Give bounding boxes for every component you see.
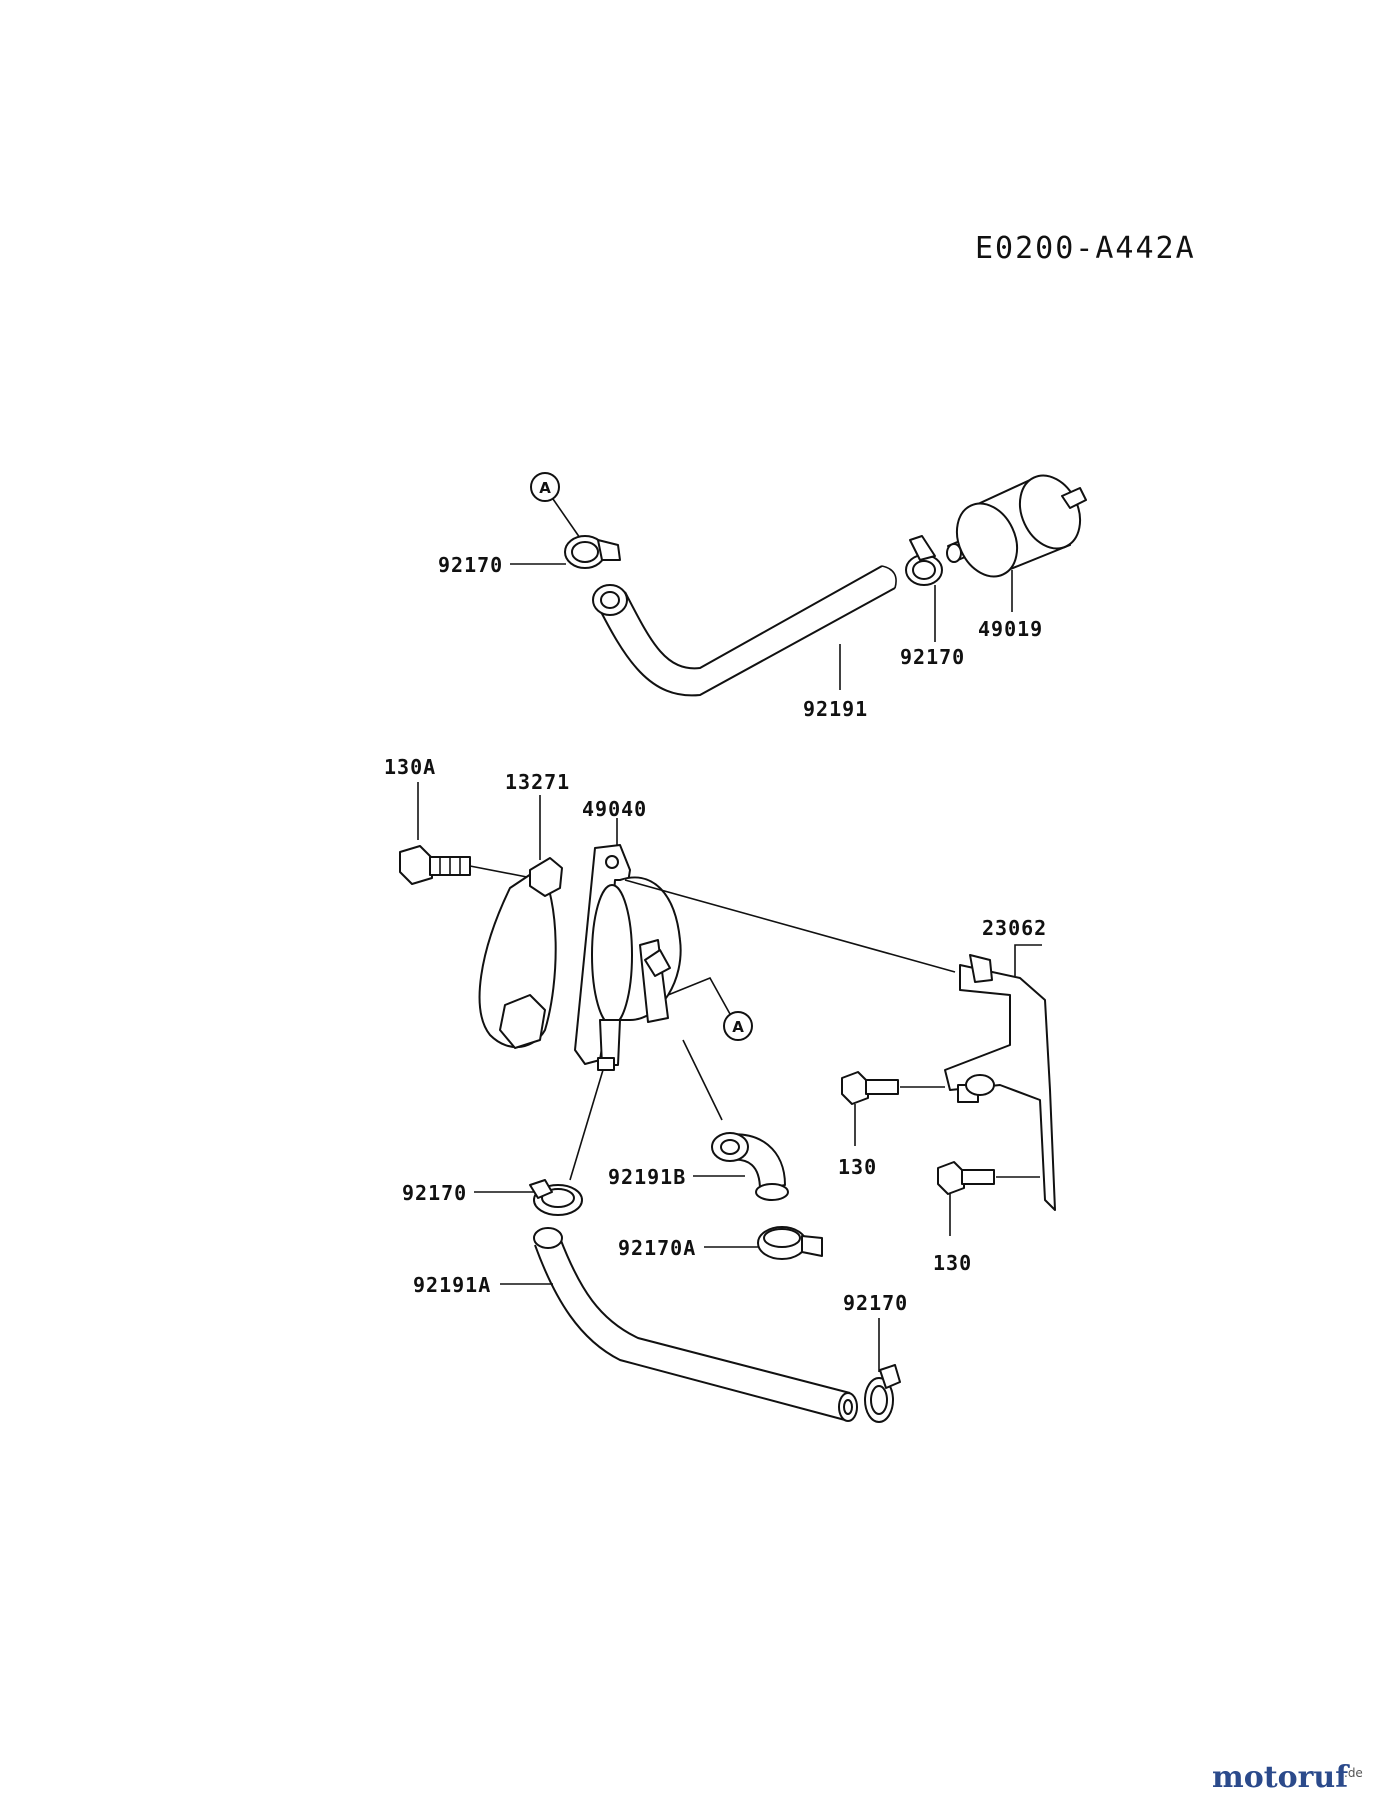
diagram-code: E0200-A442A xyxy=(975,231,1196,266)
leader-bracket-23062 xyxy=(1014,944,1042,976)
fuel-pump[interactable] xyxy=(574,844,682,1071)
label-bolt-130-upper[interactable]: 130 xyxy=(838,1155,877,1179)
hose-clamp-92170a[interactable] xyxy=(757,1226,823,1260)
label-bolt-130a[interactable]: 130A xyxy=(384,755,436,779)
bracket-23062[interactable] xyxy=(944,954,1056,1211)
fuel-hose-92191b[interactable] xyxy=(682,1039,789,1201)
bolt-130a[interactable] xyxy=(399,845,533,885)
svg-text:A: A xyxy=(732,1018,744,1036)
fuel-hose-92191a[interactable] xyxy=(533,1227,858,1422)
label-plate-13271[interactable]: 13271 xyxy=(505,770,570,794)
label-hose-upper[interactable]: 92191 xyxy=(803,697,868,721)
label-hose-92191b[interactable]: 92191B xyxy=(608,1165,686,1189)
hose-clamp-lower-right[interactable] xyxy=(864,1364,901,1423)
label-bracket-23062[interactable]: 23062 xyxy=(982,916,1047,940)
fuel-filter[interactable] xyxy=(946,466,1092,587)
label-clamp-92170a[interactable]: 92170A xyxy=(618,1236,696,1260)
leader-bracket-mount xyxy=(624,879,956,973)
reference-marker-a-lower: A xyxy=(667,976,753,1041)
label-fuel-pump[interactable]: 49040 xyxy=(582,797,647,821)
label-clamp-upper-left[interactable]: 92170 xyxy=(438,553,503,577)
bolt-130-lower[interactable] xyxy=(937,1161,1040,1195)
label-bolt-130-lower[interactable]: 130 xyxy=(933,1251,972,1275)
bolt-130-upper[interactable] xyxy=(841,1071,945,1105)
svg-text:A: A xyxy=(539,479,551,497)
plate-13271[interactable] xyxy=(478,857,563,1049)
hose-clamp-mid-left[interactable] xyxy=(529,1179,583,1216)
reference-marker-a-upper: A xyxy=(530,472,581,539)
watermark-logo: motoruf .de xyxy=(1212,1760,1363,1795)
label-fuel-filter[interactable]: 49019 xyxy=(978,617,1043,641)
leader-pump-to-clamp xyxy=(569,1069,604,1181)
label-hose-92191a[interactable]: 92191A xyxy=(413,1273,491,1297)
label-clamp-upper-right[interactable]: 92170 xyxy=(900,645,965,669)
label-clamp-lower-right[interactable]: 92170 xyxy=(843,1291,908,1315)
fuel-hose-upper[interactable] xyxy=(592,565,897,697)
hose-clamp-upper-right[interactable] xyxy=(905,535,943,586)
svg-text:motoruf: motoruf xyxy=(1212,1760,1350,1795)
hose-clamp-upper-left[interactable] xyxy=(564,535,621,569)
svg-text:.de: .de xyxy=(1344,1766,1363,1780)
label-clamp-mid-left[interactable]: 92170 xyxy=(402,1181,467,1205)
